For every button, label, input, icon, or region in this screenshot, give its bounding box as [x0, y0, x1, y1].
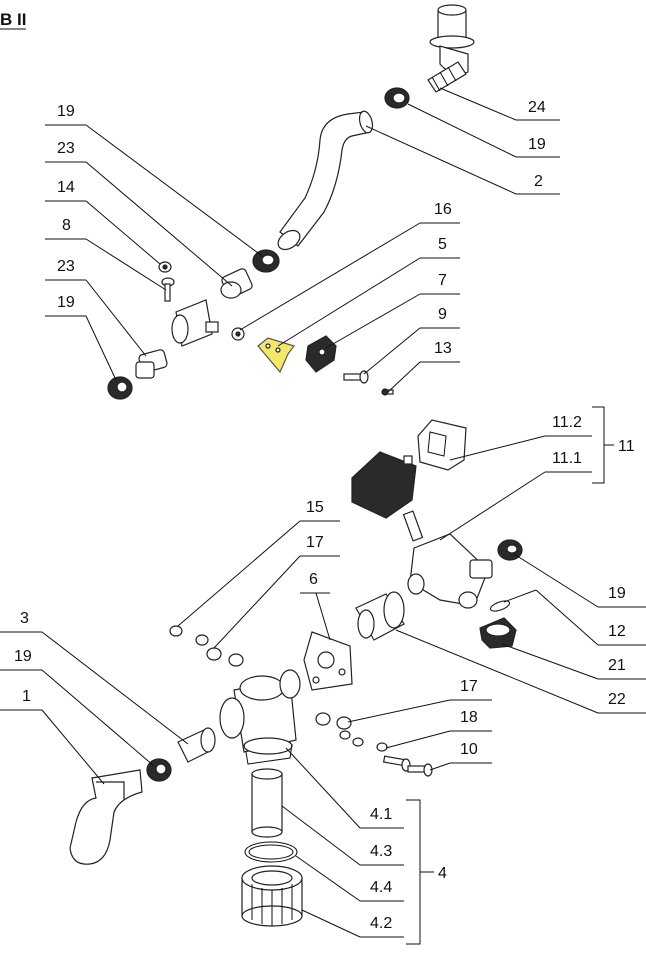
part-23-barbed-nipple-upper — [220, 268, 253, 299]
label-19-right: 19 — [608, 585, 626, 602]
label-19-left-lower: 19 — [57, 294, 75, 311]
part-12-o-ring — [490, 600, 510, 612]
label-6: 6 — [309, 571, 318, 588]
part-22-adapter — [355, 591, 405, 641]
label-14: 14 — [57, 179, 75, 196]
label-5: 5 — [438, 236, 447, 253]
label-10: 10 — [460, 741, 478, 758]
part-18-nuts — [339, 730, 364, 747]
part-15-nut — [169, 625, 183, 637]
part-17-washers-lower — [315, 712, 352, 730]
part-17-washers-upper — [195, 634, 244, 667]
part-4-2-cap-nut — [241, 865, 303, 927]
part-24-elbow-fitting — [427, 4, 475, 93]
part-2-hose — [277, 110, 374, 251]
label-17-upper: 17 — [306, 534, 324, 551]
label-18: 18 — [460, 709, 478, 726]
part-14-nut — [158, 261, 172, 273]
label-23-lower: 23 — [57, 258, 75, 275]
part-11-1-valve-armature — [402, 510, 493, 609]
part-19-hose-clamp-top — [384, 87, 410, 109]
label-21: 21 — [608, 657, 626, 674]
part-10-bolts — [376, 742, 433, 777]
part-4-1-filter-housing — [219, 669, 301, 765]
leader-lines — [0, 87, 646, 945]
part-11-2-coil-cover — [417, 419, 467, 471]
label-11-1: 11.1 — [552, 450, 582, 467]
label-23-upper: 23 — [57, 140, 75, 157]
part-7-clamp — [305, 335, 337, 373]
part-16-sleeve — [231, 327, 245, 341]
part-valve-body-block — [171, 299, 219, 347]
label-4-4: 4.4 — [370, 879, 392, 896]
part-3-nipple — [177, 727, 216, 763]
label-19-top: 19 — [528, 136, 546, 153]
label-4-3: 4.3 — [370, 843, 392, 860]
part-11-solenoid-coil — [351, 451, 417, 519]
label-3: 3 — [20, 610, 29, 627]
part-4-4-o-ring — [244, 841, 298, 863]
label-24: 24 — [528, 99, 546, 116]
label-4-2: 4.2 — [370, 915, 392, 932]
label-11: 11 — [618, 438, 635, 455]
label-7: 7 — [438, 272, 447, 289]
label-22: 22 — [608, 691, 626, 708]
part-4-3-filter-tube — [251, 768, 283, 838]
label-8: 8 — [62, 217, 71, 234]
label-17-lower: 17 — [460, 678, 478, 695]
part-13-small-screw — [381, 388, 394, 396]
label-16: 16 — [434, 201, 452, 218]
label-15: 15 — [306, 499, 324, 516]
part-23-barbed-nipple-lower — [135, 349, 168, 379]
label-19-left-upper: 19 — [57, 103, 75, 120]
part-9-bolt — [343, 370, 369, 384]
label-1: 1 — [22, 688, 31, 705]
part-21-cap — [479, 617, 517, 649]
label-4: 4 — [438, 865, 447, 882]
part-labels: 24 19 2 19 23 14 8 23 19 16 5 7 9 13 11.… — [14, 99, 635, 932]
label-2: 2 — [534, 173, 543, 190]
part-8-screw — [161, 277, 175, 302]
part-19-hose-clamp-left — [107, 376, 133, 400]
label-13: 13 — [434, 340, 452, 357]
part-6-bracket — [303, 631, 353, 691]
part-19-hose-clamp-lower — [146, 758, 172, 782]
diagram-title: B II — [0, 10, 26, 29]
label-9: 9 — [438, 306, 447, 323]
part-5-flap-highlighted — [257, 337, 295, 374]
label-12: 12 — [608, 623, 626, 640]
label-11-2: 11.2 — [552, 414, 582, 431]
part-19-hose-clamp-upper-mid — [252, 249, 280, 273]
part-1-hose-lower — [69, 769, 143, 865]
label-19-lower-left: 19 — [14, 648, 32, 665]
label-4-1: 4.1 — [370, 806, 392, 823]
